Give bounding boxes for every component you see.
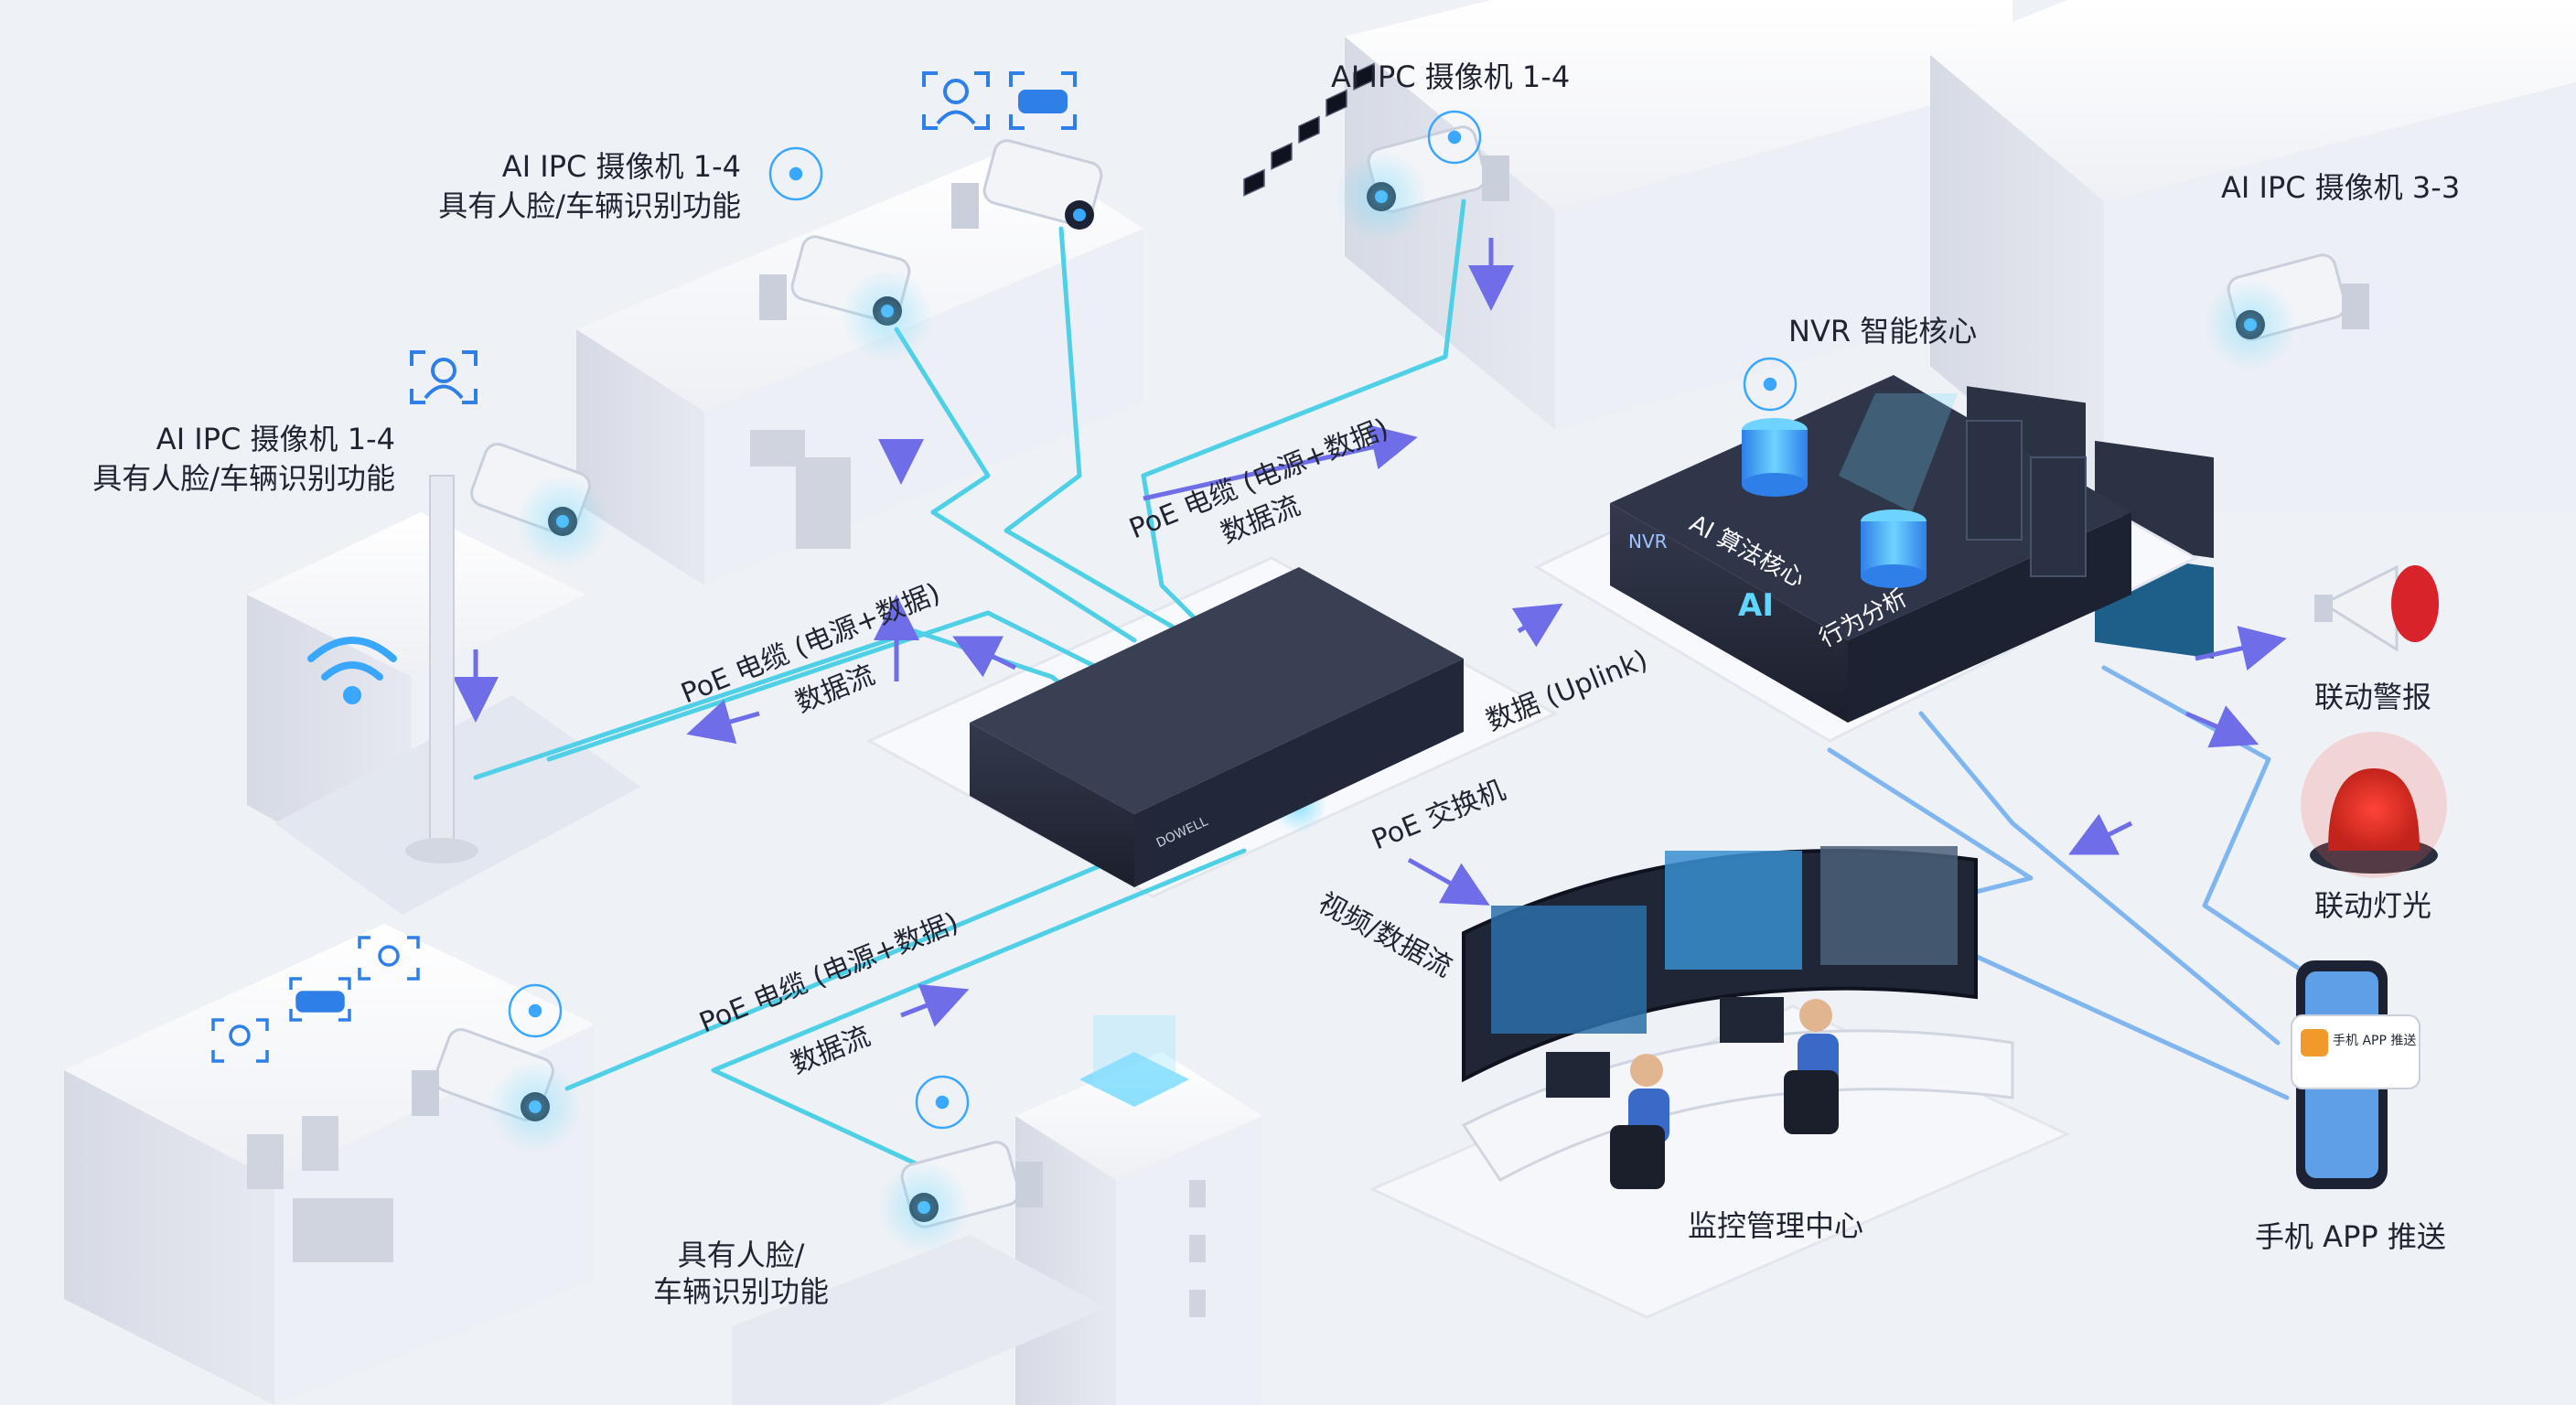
database-icon	[1742, 418, 1808, 497]
database-icon	[1861, 509, 1927, 588]
monitoring-center	[1461, 846, 2014, 1189]
label-bottom-cam-line1: 具有人脸/	[677, 1238, 805, 1272]
switch-ports	[1243, 62, 1375, 197]
label-cam-top-left-sub: 具有人脸/车辆识别功能	[438, 188, 741, 223]
horn-icon	[2314, 564, 2439, 652]
flow-arrows	[453, 238, 2287, 1027]
car-id-icon	[1009, 71, 1077, 130]
label-app-popup: 手机 APP 推送	[2333, 1034, 2417, 1048]
operator	[1610, 1054, 1669, 1189]
building-bottom-center	[732, 1052, 1262, 1405]
siren-icon	[2301, 732, 2447, 878]
label-monitor-center: 监控管理中心	[1688, 1208, 1864, 1243]
face-id-icon	[922, 71, 990, 130]
label-cam-right: AI IPC 摄像机 3-3	[2221, 170, 2461, 205]
camera-icon-top-right	[1336, 125, 1509, 242]
camera-icon-right	[2205, 253, 2369, 370]
label-nvr-ai: AI	[1738, 587, 1774, 624]
camera-icon-top-center	[951, 139, 1103, 230]
camera-icon-top-left	[759, 235, 933, 361]
label-cam-left-sub: 具有人脸/车辆识别功能	[92, 461, 395, 496]
building-top-right	[1345, 0, 2012, 430]
label-nvr-title: NVR 智能核心	[1788, 314, 1978, 349]
label-app: 手机 APP 推送	[2255, 1219, 2446, 1254]
label-light: 联动灯光	[2314, 888, 2432, 923]
face-id-icon	[358, 936, 420, 981]
face-id-icon	[211, 1018, 269, 1063]
wifi-icon	[307, 637, 397, 704]
label-bottom-cam-line2: 车辆识别功能	[652, 1274, 829, 1309]
phone-icon	[2291, 960, 2420, 1189]
server-rack-icon	[1966, 420, 2087, 577]
camera-icon-bottom-center	[878, 1141, 1043, 1253]
car-id-icon	[289, 977, 351, 1022]
poe-switch-device	[970, 62, 1464, 887]
label-nvr-badge: NVR	[1628, 531, 1668, 552]
label-cam-top-center: AI IPC 摄像机 1-4	[1331, 59, 1571, 94]
face-id-icon	[410, 350, 478, 404]
camera-icon-bottom-left	[412, 1028, 581, 1153]
label-cam-left-title: AI IPC 摄像机 1-4	[156, 422, 395, 456]
neural-net-icon	[508, 110, 1798, 1130]
operator	[1784, 999, 1839, 1134]
ai-hologram-box	[1079, 1015, 1189, 1107]
hologram-beam	[1839, 393, 1958, 512]
camera-icon-left-pole	[405, 443, 608, 863]
nvr-device	[1610, 375, 2131, 723]
label-cam-top-left-title: AI IPC 摄像机 1-4	[501, 149, 741, 184]
label-alarm: 联动警报	[2314, 680, 2432, 714]
